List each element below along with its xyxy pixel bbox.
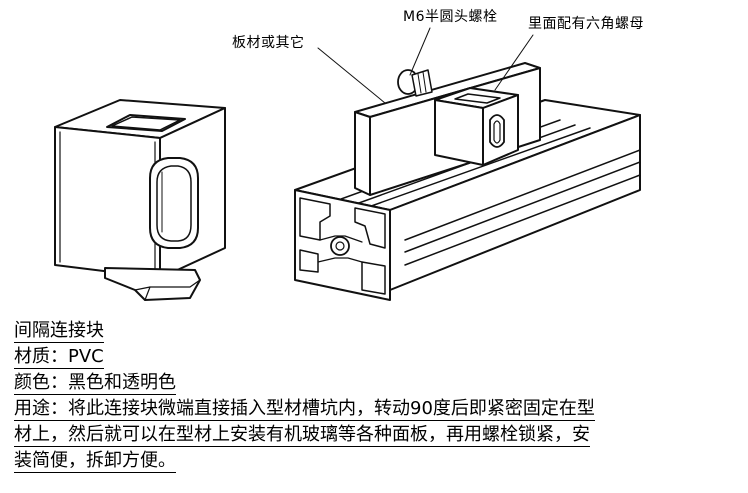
leader-lines — [317, 27, 534, 104]
description-block: 间隔连接块 材质：PVC 颜色：黑色和透明色 用途：将此连接块微端直接插入型材槽… — [14, 318, 740, 474]
color-line: 颜色：黑色和透明色 — [14, 370, 740, 396]
product-title: 间隔连接块 — [14, 320, 104, 343]
product-diagram — [54, 27, 641, 301]
callout-plate: 板材或其它 — [232, 35, 305, 51]
usage-text-1: 用途：将此连接块微端直接插入型材槽坑内，转动90度后即紧密固定在型 — [14, 398, 595, 421]
usage-line-3: 装简便，拆卸方便。 — [14, 448, 740, 474]
callout-bolt: M6半圆头螺栓 — [403, 9, 498, 25]
color-text: 颜色：黑色和透明色 — [14, 372, 176, 395]
usage-text-3: 装简便，拆卸方便。 — [14, 450, 176, 473]
m6-bolt — [397, 69, 433, 97]
mounted-connector-block — [434, 87, 519, 166]
usage-line-2: 材上，然后就可以在型材上安装有机玻璃等各种面板，再用螺栓锁紧，安 — [14, 422, 740, 448]
connector-block — [54, 99, 226, 301]
usage-line-1: 用途：将此连接块微端直接插入型材槽坑内，转动90度后即紧密固定在型 — [14, 396, 740, 422]
usage-text-2: 材上，然后就可以在型材上安装有机玻璃等各种面板，再用螺栓锁紧，安 — [14, 424, 590, 447]
callout-nut: 里面配有六角螺母 — [528, 16, 644, 32]
material-text: 材质：PVC — [14, 346, 104, 369]
material-line: 材质：PVC — [14, 344, 740, 370]
title-line: 间隔连接块 — [14, 318, 740, 344]
